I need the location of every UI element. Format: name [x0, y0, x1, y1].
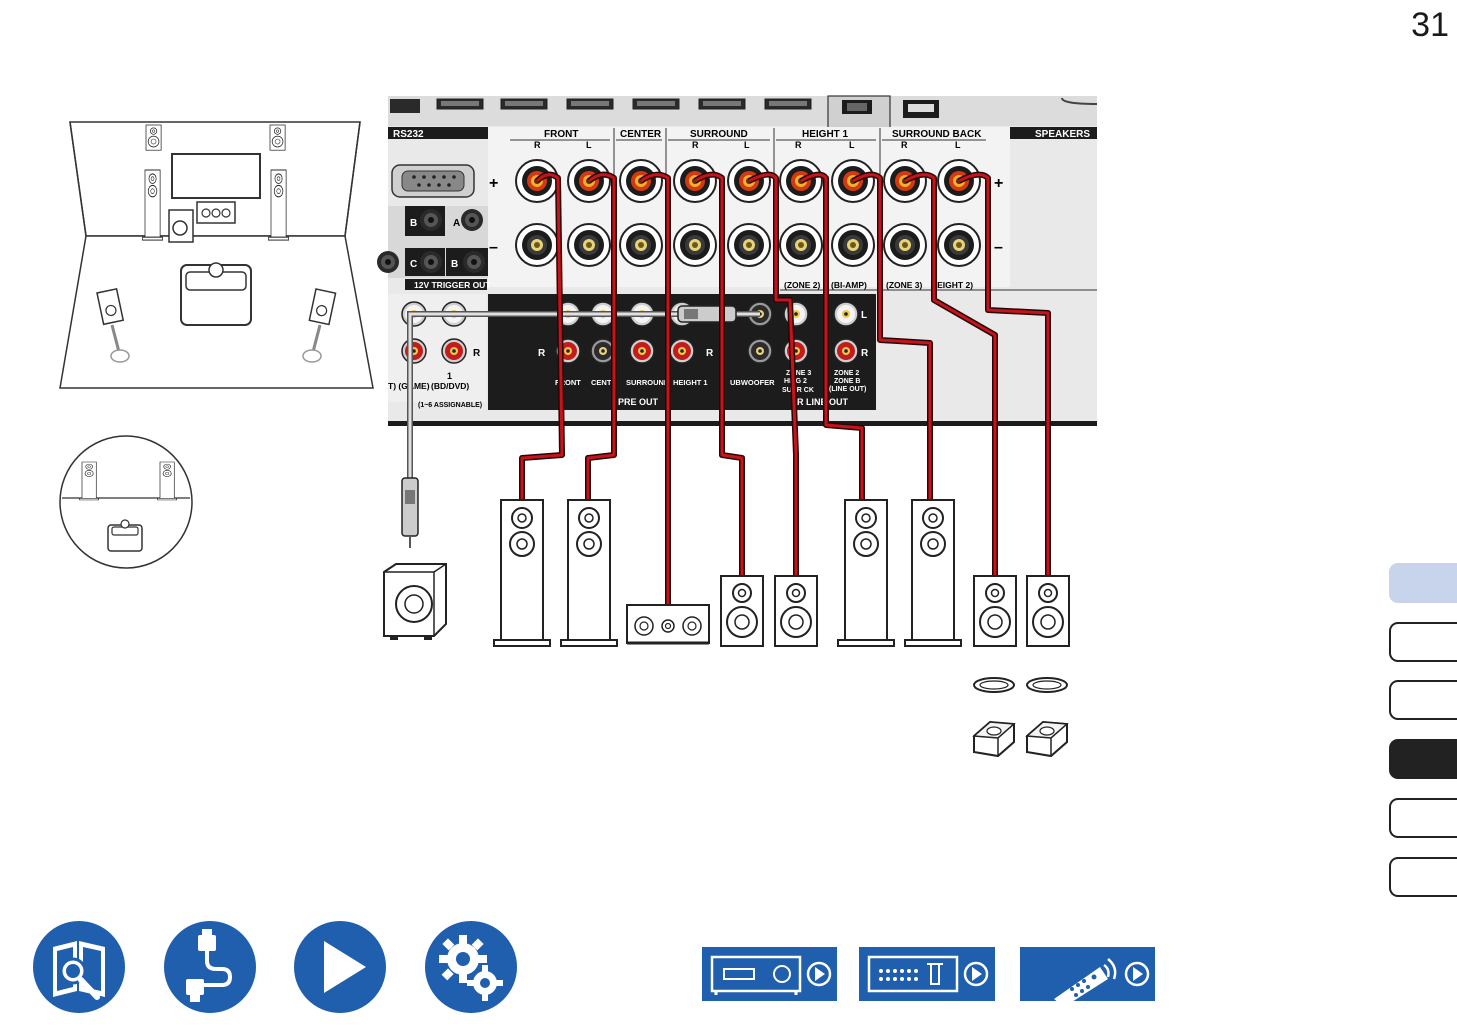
zone-b-label: ZONE B	[834, 378, 860, 385]
center-heading: CENTER	[620, 129, 662, 140]
assignable-label: (1~6 ASSIGNABLE)	[418, 402, 482, 409]
line-out-label: (LINE OUT)	[829, 386, 866, 393]
rear-panel: RS232 SPEAKERS FRONT CENTER SURROUND HEI…	[377, 95, 1098, 426]
zone3-label: (ZONE 3)	[886, 280, 923, 290]
ceiling-speaker-left	[1026, 677, 1068, 693]
surround-right-speaker	[720, 575, 764, 647]
front-heading: FRONT	[544, 129, 578, 140]
height1-r-label: R	[795, 140, 802, 150]
manual-book-icon	[53, 941, 105, 1000]
preout-height1-label: HEIGHT 1	[673, 378, 708, 387]
manual-nav-button[interactable]	[33, 921, 125, 1013]
front-l-label: L	[586, 140, 592, 150]
front-right-speaker	[493, 499, 551, 647]
surround-left-speaker	[774, 575, 818, 647]
height1-right-speaker	[837, 499, 895, 647]
plus-right-label: +	[994, 175, 1003, 192]
trigger-out-label: 12V TRIGGER OUT	[414, 280, 491, 290]
surround-l-label: L	[744, 140, 750, 150]
surround-back-heading: SURROUND BACK	[892, 129, 982, 140]
preout-center-label: CENT	[591, 378, 612, 387]
subwoofer	[383, 563, 447, 640]
pre-line-out-label: PR LINE OUT	[791, 397, 849, 407]
speaker-cables	[519, 171, 1051, 605]
atmos-module-left	[1025, 720, 1069, 758]
side-tab-4[interactable]	[1389, 739, 1457, 779]
speakers-row	[383, 499, 1070, 758]
trigger-a-label: A	[453, 218, 460, 229]
rear-panel-icon	[867, 955, 989, 993]
side-tab-3[interactable]	[1389, 680, 1457, 720]
center-speaker	[626, 604, 710, 645]
front-panel-button[interactable]	[702, 947, 837, 1001]
minus-left-label: –	[489, 239, 498, 256]
page-number: 31	[1411, 6, 1449, 44]
rs232-label: RS232	[393, 129, 424, 140]
zone3-h-label: ZONE 3	[786, 370, 811, 377]
connection-nav-button[interactable]	[164, 921, 256, 1013]
surround-back-left-speaker	[1026, 575, 1070, 647]
remote-controller-button[interactable]	[1020, 947, 1155, 1001]
height1-l-label: L	[849, 140, 855, 150]
zone-r-label: R	[861, 348, 869, 359]
minus-right-label: –	[994, 239, 1003, 256]
side-tab-6[interactable]	[1389, 857, 1457, 897]
settings-nav-button[interactable]	[425, 921, 517, 1013]
pre-out-label: PRE OUT	[618, 397, 659, 407]
front-left-speaker	[560, 499, 618, 647]
height2-label: HEIGHT 2)	[931, 280, 973, 290]
subwoofer-cable	[401, 305, 760, 548]
input-bd-label: (BD/DVD)	[431, 381, 469, 391]
ceiling-speaker-right	[973, 677, 1015, 693]
plus-left-label: +	[489, 175, 498, 192]
atmos-module-right	[972, 720, 1016, 758]
surround-back-r-label: R	[901, 140, 908, 150]
settings-gears-icon	[439, 935, 503, 1001]
preout-surround-label: SURROUND	[626, 378, 670, 387]
trigger-c-label: C	[410, 259, 417, 270]
surround-back-right-speaker	[973, 575, 1017, 647]
preout-front-label: FRONT	[555, 378, 581, 387]
zone3-s-label: SURR CK	[782, 387, 814, 394]
connection-cable-icon	[186, 929, 233, 1002]
front-panel-icon	[710, 955, 832, 995]
zone-l-label: L	[861, 310, 867, 321]
zone2-b-label: ZONE 2	[834, 370, 859, 377]
front-r-label: R	[534, 140, 541, 150]
input-num-label: 1	[447, 371, 452, 381]
trigger-b2-label: B	[451, 259, 458, 270]
room-layout-diagram	[59, 121, 374, 389]
play-icon	[324, 941, 366, 993]
input-r-label: R	[473, 348, 481, 359]
bi-amp-label: (BI-AMP)	[831, 280, 867, 290]
surround-heading: SURROUND	[690, 129, 748, 140]
preout-r-left-label: R	[538, 348, 546, 359]
trigger-b-label: B	[410, 218, 417, 229]
side-tab-5[interactable]	[1389, 798, 1457, 838]
side-tab-2[interactable]	[1389, 622, 1457, 662]
height-speaker-inset	[59, 435, 193, 569]
rear-panel-button[interactable]	[859, 947, 995, 1001]
speakers-label: SPEAKERS	[1035, 129, 1090, 140]
preout-r-height-label: R	[706, 348, 714, 359]
zone2-label: (ZONE 2)	[784, 280, 821, 290]
remote-controller-icon	[1054, 958, 1150, 1001]
playback-nav-button[interactable]	[294, 921, 386, 1013]
height1-heading: HEIGHT 1	[802, 129, 849, 140]
channel-headings: FRONT CENTER SURROUND HEIGHT 1 SURROUND …	[510, 128, 986, 290]
side-tab-1[interactable]	[1389, 563, 1457, 603]
binding-posts-negative	[515, 223, 981, 267]
surround-r-label: R	[692, 140, 699, 150]
surround-back-l-label: L	[955, 140, 961, 150]
height1-left-speaker	[904, 499, 962, 647]
preout-subwoofer-label: UBWOOFER	[730, 378, 775, 387]
